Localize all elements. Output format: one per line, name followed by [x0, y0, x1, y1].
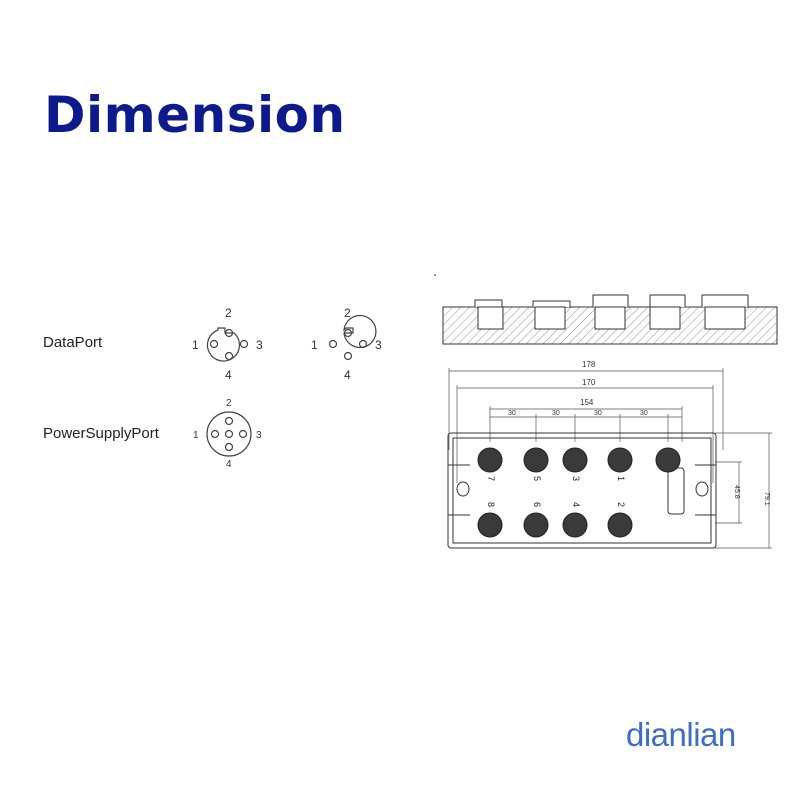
- port-number-8: 8: [486, 502, 496, 507]
- power-port-label: PowerSupplyPort: [43, 425, 159, 442]
- top-view-body: [447, 432, 717, 549]
- pin-label-2b: 2: [344, 306, 351, 320]
- port-number-5: 5: [532, 476, 542, 481]
- pin-label-3: 3: [256, 338, 263, 352]
- ports-bottom-row: [477, 512, 633, 538]
- pin-label-4b: 4: [344, 368, 351, 382]
- dim-overall-height: 79.1: [763, 492, 770, 506]
- data-port-connector-b: [328, 314, 377, 361]
- port-number-2: 2: [616, 502, 626, 507]
- dim-pitch-1: 30: [508, 410, 516, 417]
- power-pin-label-1: 1: [193, 430, 199, 441]
- ports-top-row: [477, 447, 681, 473]
- pin-label-3b: 3: [375, 338, 382, 352]
- power-pin-label-4: 4: [226, 459, 232, 470]
- port-number-4: 4: [571, 502, 581, 507]
- pin-label-2: 2: [225, 306, 232, 320]
- power-pin-label-3: 3: [256, 430, 262, 441]
- connector-pin-diagrams: 2 1 3 4 2 1 3 4 2 1 3 4: [192, 306, 382, 470]
- dim-port-span: 154: [580, 398, 594, 407]
- side-section-view: [434, 274, 778, 345]
- pin-label-1b: 1: [311, 338, 318, 352]
- dim-pitch-4: 30: [640, 410, 648, 417]
- port-number-1: 1: [616, 476, 626, 481]
- port-number-3: 3: [571, 476, 581, 481]
- dim-pitch-2: 30: [552, 410, 560, 417]
- pin-label-1: 1: [192, 338, 199, 352]
- power-port-connector: [206, 411, 252, 457]
- port-number-7: 7: [486, 476, 496, 481]
- dim-mount-distance: 170: [582, 378, 596, 387]
- dim-mount-height: 45.8: [733, 485, 740, 499]
- port-number-6: 6: [532, 502, 542, 507]
- data-port-label: DataPort: [43, 334, 103, 351]
- power-pin-label-2: 2: [226, 398, 232, 409]
- technical-drawing: 178 170 154 30 30 30 30 79.1 45.8 7 5 3 …: [434, 274, 778, 549]
- pin-label-4: 4: [225, 368, 232, 382]
- page-title: Dimension: [44, 86, 346, 144]
- brand-logo: dianlian: [626, 716, 736, 753]
- data-port-connector-a: [206, 327, 249, 362]
- dimension-lines: [448, 368, 772, 549]
- dim-overall-length: 178: [582, 360, 596, 369]
- dim-pitch-3: 30: [594, 410, 602, 417]
